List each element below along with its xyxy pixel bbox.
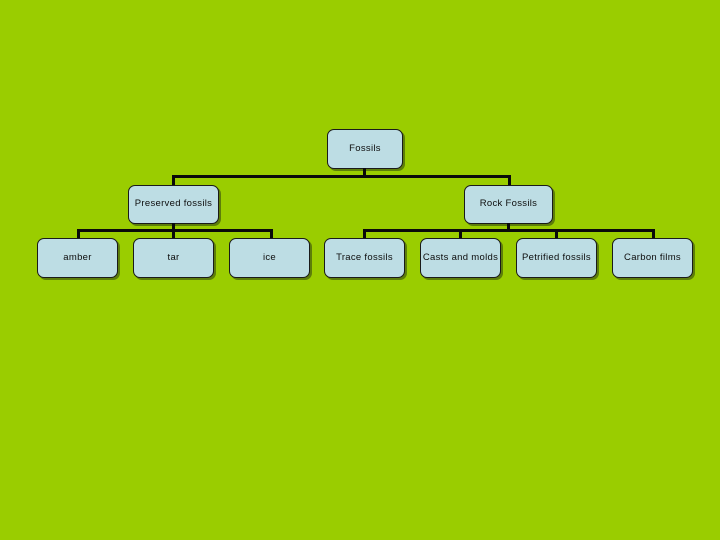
connector-drop-trace-fossils — [363, 229, 366, 240]
connector-drop-casts-and-molds — [459, 229, 462, 240]
node-petrified-fossils-label: Petrified fossils — [522, 251, 591, 263]
connector-drop-amber — [77, 229, 80, 240]
connector-drop-ice — [270, 229, 273, 240]
node-carbon-films[interactable]: Carbon films — [612, 238, 693, 278]
node-carbon-films-label: Carbon films — [624, 251, 681, 263]
connector-level1-bus — [172, 175, 511, 178]
node-amber-label: amber — [63, 251, 92, 263]
node-rock-fossils[interactable]: Rock Fossils — [464, 185, 553, 224]
node-fossils-label: Fossils — [349, 142, 381, 154]
connector-preserved-bus — [77, 229, 273, 232]
connector-drop-rock-fossils — [508, 175, 511, 186]
node-preserved-fossils[interactable]: Preserved fossils — [128, 185, 219, 224]
node-trace-fossils-label: Trace fossils — [336, 251, 393, 263]
connector-preserved-stem — [172, 223, 175, 231]
node-ice-label: ice — [262, 251, 277, 263]
node-preserved-fossils-label: Preserved fossils — [134, 198, 213, 210]
node-tar-label: tar — [167, 251, 180, 263]
node-casts-and-molds-label: Casts and molds — [422, 251, 499, 263]
node-petrified-fossils[interactable]: Petrified fossils — [516, 238, 597, 278]
node-tar[interactable]: tar — [133, 238, 214, 278]
connector-root-stem — [363, 168, 366, 177]
node-ice[interactable]: ice — [229, 238, 310, 278]
node-casts-and-molds[interactable]: Casts and molds — [420, 238, 501, 278]
connector-rock-bus — [363, 229, 655, 232]
connector-drop-petrified-fossils — [555, 229, 558, 240]
connector-drop-preserved-fossils — [172, 175, 175, 186]
node-trace-fossils[interactable]: Trace fossils — [324, 238, 405, 278]
node-amber[interactable]: amber — [37, 238, 118, 278]
node-fossils[interactable]: Fossils — [327, 129, 403, 169]
connector-rock-stem — [507, 223, 510, 231]
connector-drop-tar — [172, 229, 175, 240]
node-rock-fossils-label: Rock Fossils — [479, 198, 538, 210]
connector-drop-carbon-films — [652, 229, 655, 240]
